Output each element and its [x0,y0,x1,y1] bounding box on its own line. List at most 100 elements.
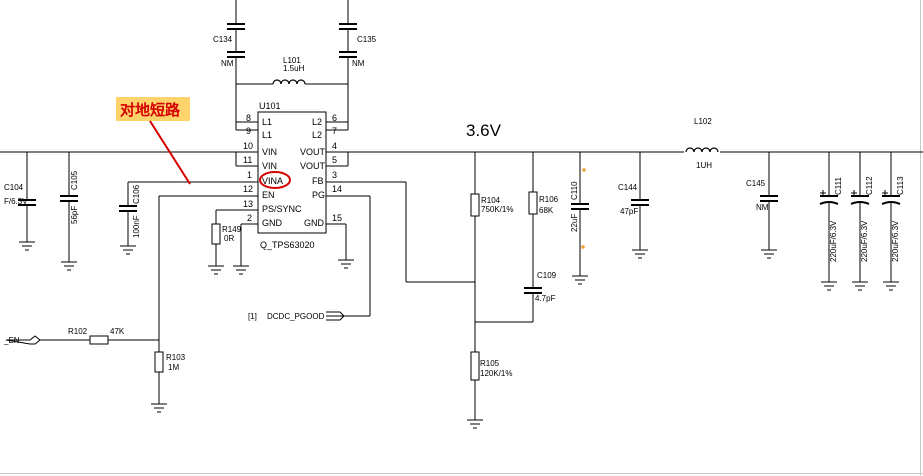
pin12-num: 12 [243,184,253,194]
pin15-ground [326,223,354,269]
u101-part: Q_TPS63020 [260,240,315,250]
pin2-num: 2 [247,213,252,223]
r102-value: 47K [110,327,125,336]
c106-capacitor: C106 100nF [119,181,258,255]
r105-resistor: R105 120K/1% [467,351,512,429]
l101-ref: L101 [283,56,301,65]
pin8-name: L1 [262,117,272,127]
c113-value: 220uF/6.3V [891,220,900,262]
c109-ref: C109 [537,271,557,280]
l102-value: 1UH [696,161,712,170]
r104-resistor: R104 750K/1% [470,152,513,352]
c145-ref: C145 [746,179,766,188]
r106-ref: R106 [539,195,559,204]
pin7-num: 7 [332,126,337,136]
c106-value: 100nF [132,215,141,238]
c135-value: NM [352,59,365,68]
c105-ref: C105 [70,170,79,190]
c110-ref: C110 [570,181,579,200]
pin4-name: VOUT [300,147,326,157]
r103-resistor: R103 1M [151,351,186,413]
r149-ref: R149 [222,225,242,234]
en-net-label: _EN [3,336,20,345]
r105-value: 120K/1% [480,369,512,378]
c104-capacitor: C104 F/6.3V [4,152,36,251]
r106-value: 68K [539,206,554,215]
pin14-num: 14 [332,184,342,194]
pin1-num: 1 [247,170,252,180]
pin6-num: 6 [332,113,337,123]
u101-body [257,111,327,234]
r102-ref: R102 [68,327,88,336]
c105-value: 56pF [70,206,79,224]
pin6-name: L2 [312,117,322,127]
voltage-label: 3.6V [466,121,502,140]
pin1-name: VINA [262,176,283,186]
c104-ref: C104 [4,183,24,192]
pin14-name: PG [312,190,325,200]
pin3-num: 3 [332,170,337,180]
pgood-net-label: DCDC_PGOOD [267,312,325,321]
r103-value: 1M [168,363,179,372]
pgood-net-flag [326,311,370,321]
pin5-num: 5 [332,155,337,165]
annotation-box [116,97,190,121]
vina-highlight-circle [259,171,291,189]
pin3-name: FB [312,176,324,186]
pin2-ground [233,223,258,275]
l102-inductor: L102 1UH [684,117,720,170]
pin15-num: 15 [332,213,342,223]
c110-capacitor: C110 22uF [570,152,589,285]
l101-inductor: L101 1.5uH [236,56,348,85]
c111-ref: C111 [834,177,843,195]
c144-value: 47pF [620,207,638,216]
pin4-num: 4 [332,141,337,151]
pin11-name: VIN [262,161,277,171]
pin11-num: 11 [243,155,252,165]
r106-resistor: R106 68K [528,152,559,288]
c106-ref: C106 [132,184,141,204]
r103-ref: R103 [166,353,186,362]
c112-capacitor: C112 220uF/6.3V [850,152,874,291]
pin12-name: EN [262,190,275,200]
c105-capacitor: C105 56pF [60,152,79,271]
pin8-num: 8 [246,113,251,123]
pin13-name: PS/SYNC [262,204,302,214]
c144-capacitor: C144 47pF [618,152,649,259]
r104-ref: R104 [481,196,501,205]
r149-value: 0R [224,234,234,243]
c113-capacitor: C113 220uF/6.3V [881,152,905,291]
c145-capacitor: C145 NM [746,152,778,259]
l102-ref: L102 [694,117,712,126]
c111-capacitor: C111 220uF/6.3V [819,152,843,291]
c145-value: NM [756,203,769,212]
c109-capacitor: C109 4.7pF [475,271,557,323]
r104-value: 750K/1% [481,205,513,214]
c134-capacitor: C134 NM [213,0,245,84]
c135-ref: C135 [357,35,377,44]
r149-resistor: R149 0R [208,209,258,275]
c110-value: 22uF [570,214,579,232]
c113-ref: C113 [896,176,905,195]
pgood-index: [1] [248,312,257,321]
pin13-num: 13 [243,199,253,209]
annotation-text: 对地短路 [120,101,181,119]
c112-value: 220uF/6.3V [860,220,869,262]
pin9-num: 9 [246,126,251,136]
pin5-name: VOUT [300,161,326,171]
u101-ic: U101 Q_TPS63020 L1 L1 VIN VIN VINA EN PS… [243,101,342,250]
pin15-name: GND [304,218,325,228]
pin9-name: L1 [262,130,272,140]
pin10-num: 10 [243,141,253,151]
pin10-name: VIN [262,147,277,157]
r105-ref: R105 [480,359,500,368]
l101-value: 1.5uH [283,64,305,73]
pin7-name: L2 [312,130,322,140]
pin2-name: GND [262,218,283,228]
c112-ref: C112 [865,176,874,195]
c109-value: 4.7pF [535,294,556,303]
c144-ref: C144 [618,183,638,192]
c134-ref: C134 [213,35,233,44]
c104-value: F/6.3V [4,197,28,206]
